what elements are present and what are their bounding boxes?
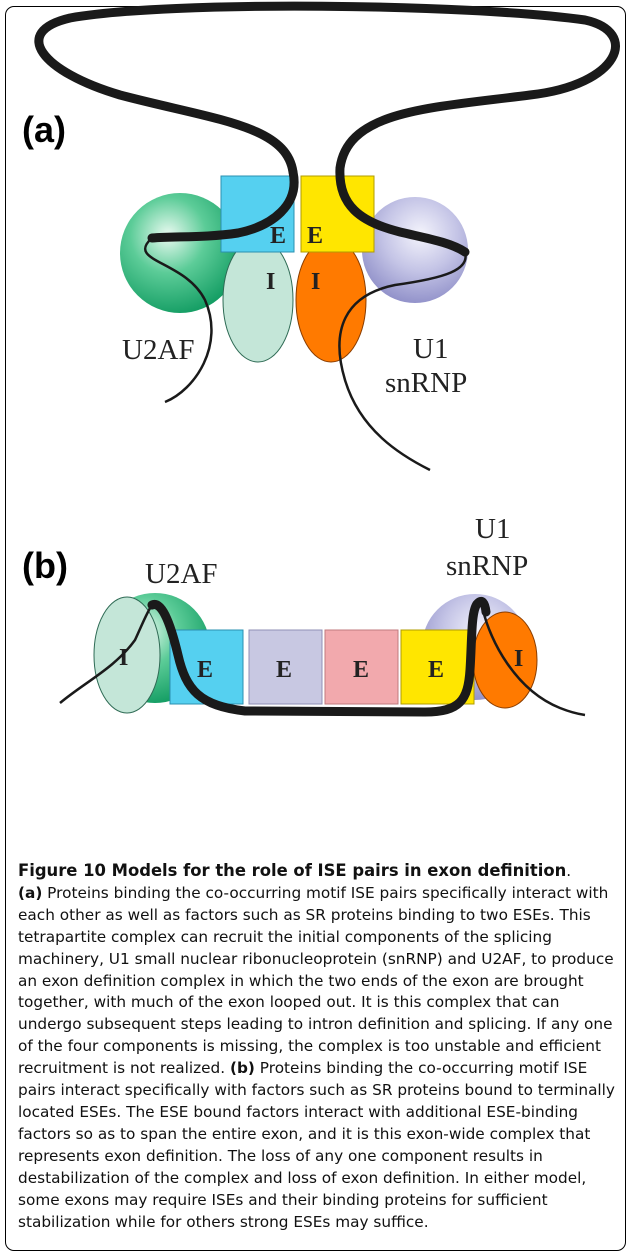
ise-letter-left-a: I [266,269,275,295]
caption-title: Figure 10 Models for the role of ISE pai… [18,861,567,880]
ise-letter-left-b: I [119,645,128,671]
ese-letter-lavender-b: E [276,657,292,683]
exon-strand-b [147,596,491,717]
ese-lavender-b [248,629,323,705]
intron-left-a [143,237,213,404]
u2af-label-b: U2AF [145,558,218,590]
ise-letter-right-b: I [514,646,523,672]
panel-a-label: (a) [22,109,66,150]
ese-letter-cyan-b: E [197,657,213,683]
ise-right-a [295,237,367,363]
panel-b: (b) I E E E E I U2AF U1 snRNP [22,513,586,717]
u2af-protein-a [120,193,240,313]
ese-letter-yellow-b: E [428,657,444,683]
ese-letter-cyan-a: E [270,223,286,249]
intron-right-b [481,609,586,717]
panel-a: (a) E E I I U2AF U1 snRNP [22,1,620,472]
u2af-label-a: U2AF [122,334,195,366]
caption-a-text: Proteins binding the co-occurring motif … [18,883,614,1078]
u1-label-a: U1 [413,333,448,365]
snrnp-label-b: snRNP [446,550,528,582]
ise-letter-right-a: I [311,269,320,295]
ese-letter-yellow-a: E [307,223,323,249]
figure-illustration: (a) E E I I U2AF U1 snRNP (b) [22,1,620,717]
panel-b-label: (b) [22,545,68,586]
rna-left-end-a [147,167,299,243]
rna-loop-a [34,1,620,257]
intron-right-a [338,251,467,472]
caption-a-label: (a) [18,883,43,902]
figure-caption: Figure 10 Models for the role of ISE pai… [18,860,620,1233]
ise-left-a [222,237,294,363]
intron-left-b [59,604,154,704]
ese-pink-b [324,629,399,705]
u1-label-b: U1 [475,513,510,545]
ese-letter-pink-b: E [353,657,369,683]
ise-left-b [93,596,161,714]
caption-title-end: . [566,862,572,880]
caption-b-text: Proteins binding the co-occurring motif … [18,1059,615,1231]
caption-b-label: (b) [229,1059,255,1078]
snrnp-label-a: snRNP [385,367,467,399]
